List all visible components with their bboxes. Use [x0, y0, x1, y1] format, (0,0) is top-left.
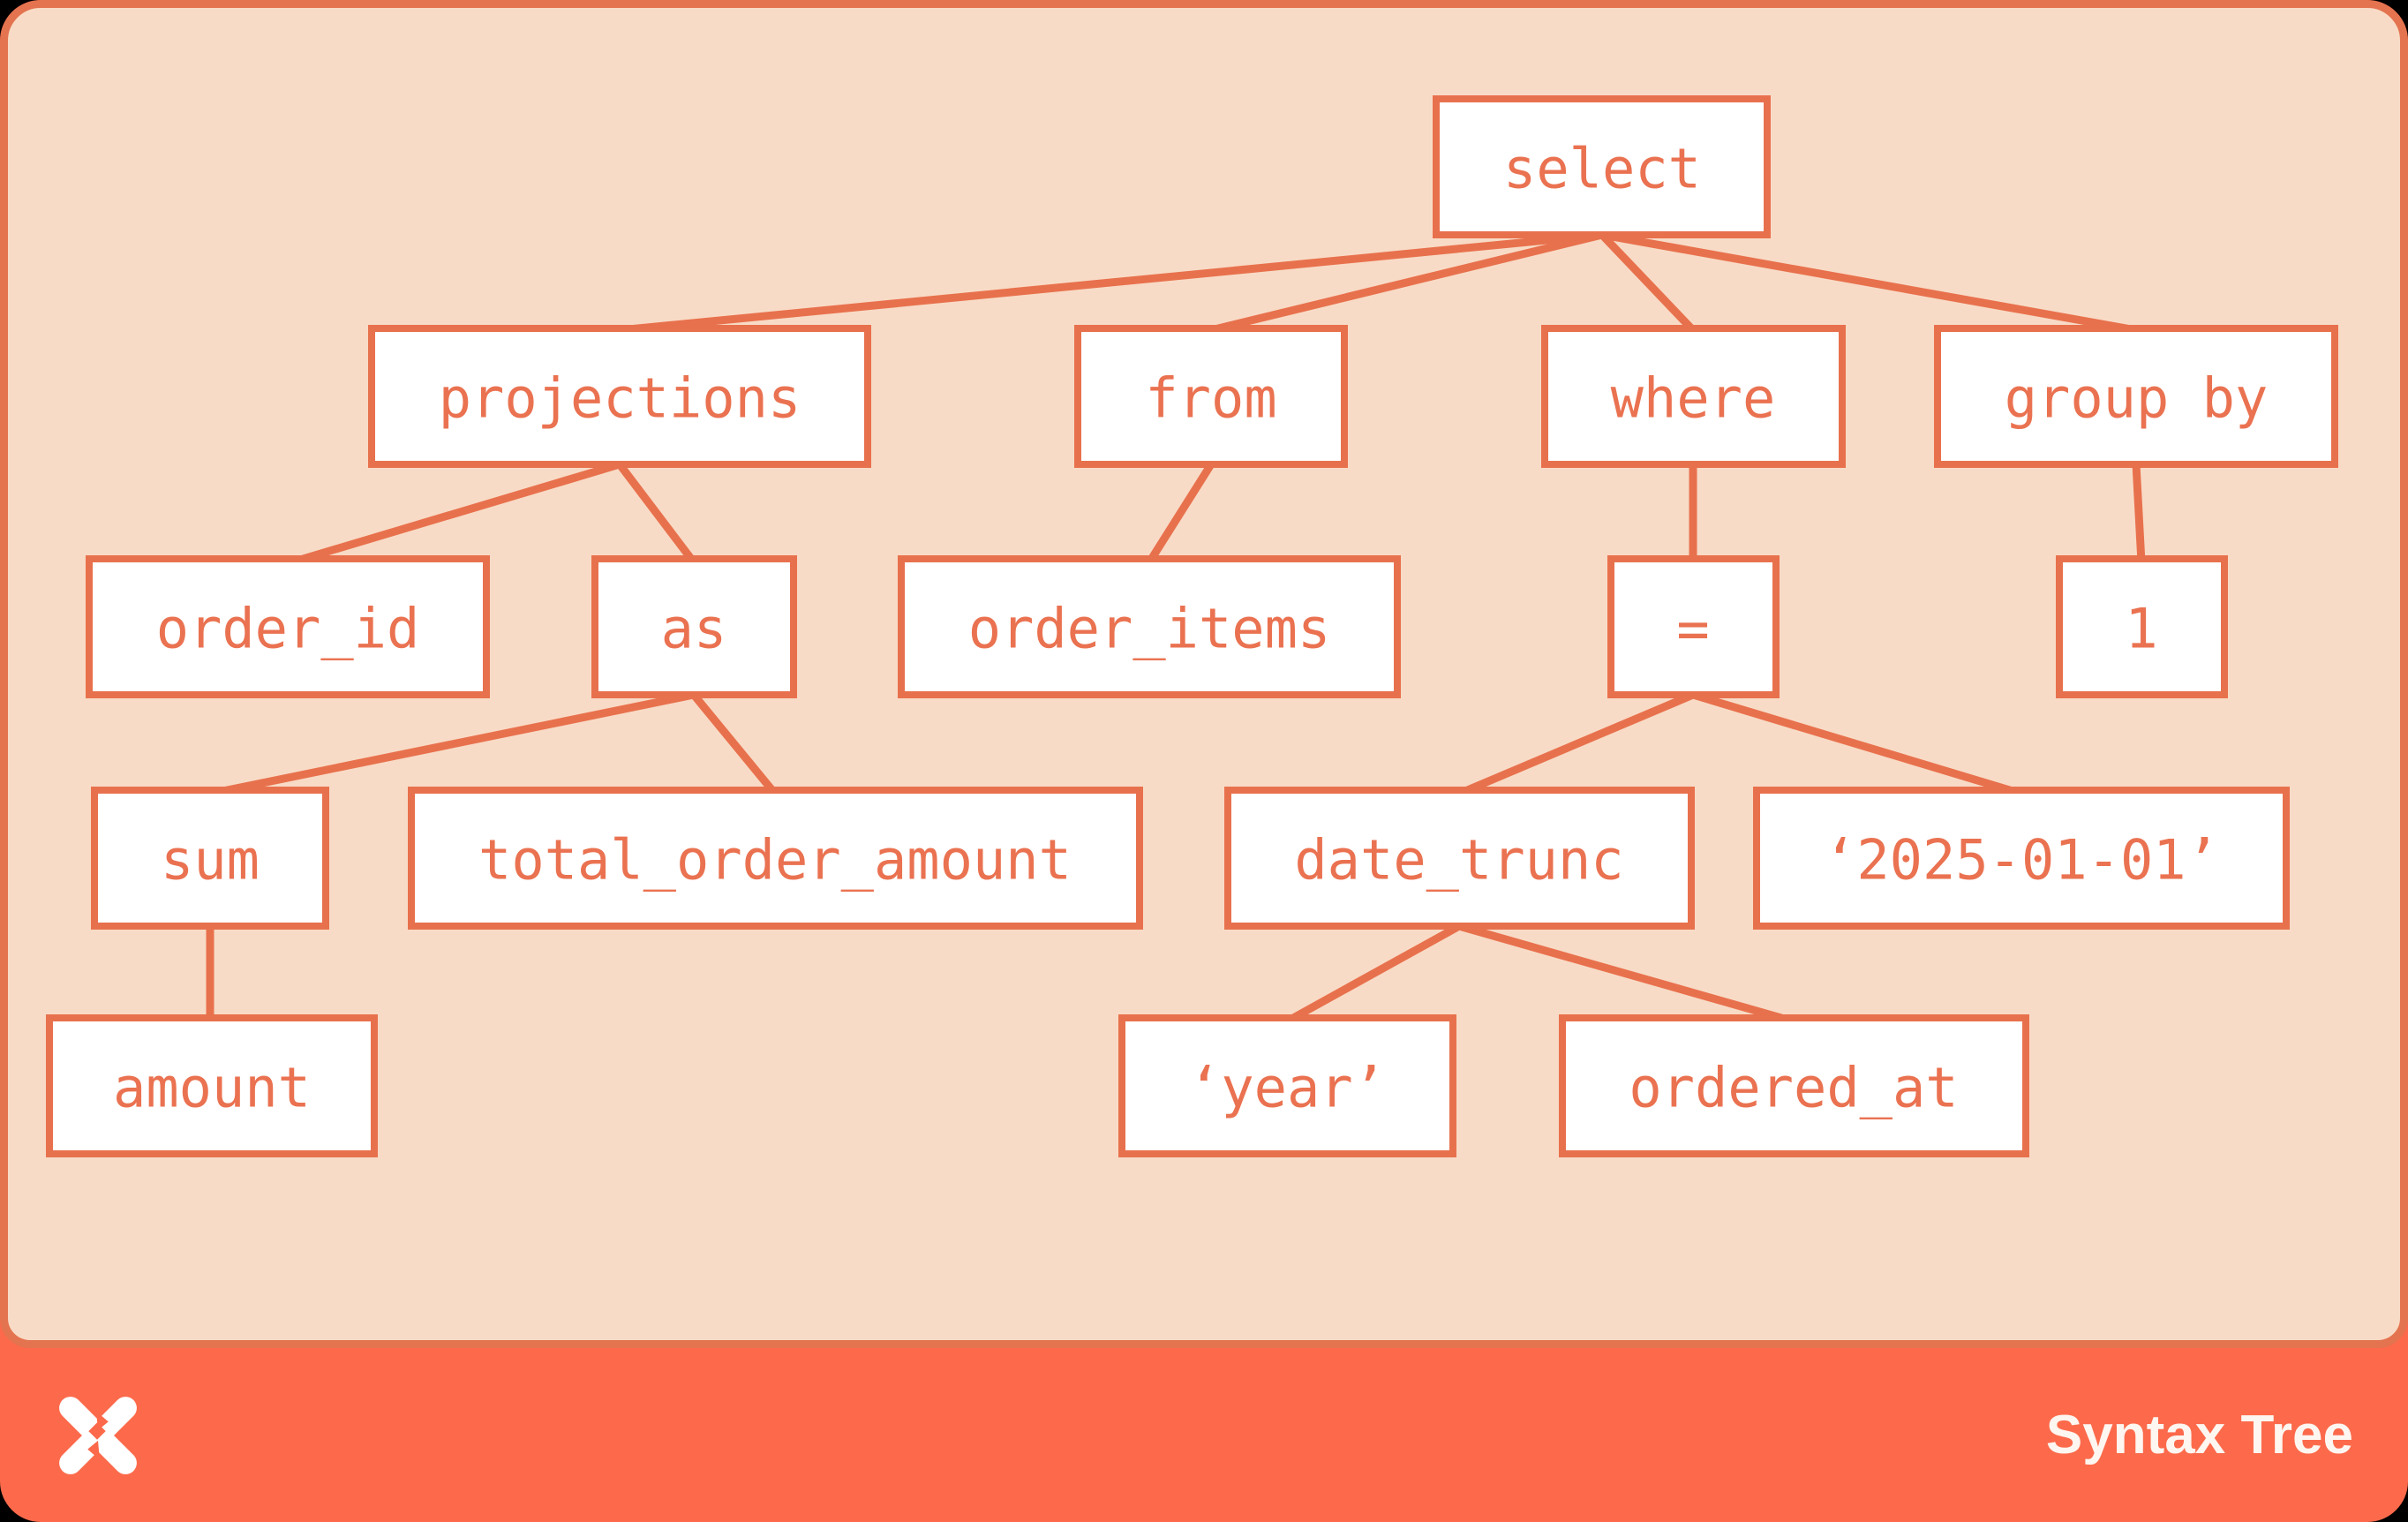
svg-text:total_order_amount: total_order_amount — [478, 828, 1072, 893]
svg-text:ordered_at: ordered_at — [1629, 1056, 1958, 1120]
edge-eq-date-literal — [1691, 690, 2023, 798]
tree-node-eq: = — [1607, 555, 1780, 698]
edge-date-trunc-year — [1284, 923, 1462, 1025]
tree-node-total-order-amount: total_order_amount — [408, 787, 1143, 930]
svg-text:from: from — [1145, 366, 1276, 431]
tree-edges — [206, 230, 2146, 1026]
svg-text:select: select — [1503, 137, 1701, 201]
tree-node-date-trunc: date_trunc — [1224, 787, 1695, 930]
tree-node-where: where — [1541, 325, 1846, 468]
svg-text:date_trunc: date_trunc — [1294, 828, 1623, 893]
svg-text:projections: projections — [439, 366, 801, 431]
tree-node-from: from — [1074, 325, 1348, 468]
edge-as-total-order-amount — [690, 692, 779, 796]
edge-select-where — [1599, 231, 1697, 334]
tree-node-projections: projections — [368, 325, 871, 468]
tree-node-one: 1 — [2056, 555, 2228, 698]
tree-node-order-id: order_id — [86, 555, 490, 698]
tree-node-sum: sum — [91, 787, 329, 930]
tree-node-order-items: order_items — [898, 555, 1401, 698]
tree-node-as: as — [591, 555, 797, 698]
edge-select-projections — [619, 230, 1603, 335]
tree-node-select: select — [1433, 95, 1771, 238]
edge-date-trunc-ordered-at — [1457, 922, 1795, 1026]
svg-text:‘year’: ‘year’ — [1188, 1056, 1386, 1120]
tree-node-amount: amount — [46, 1014, 378, 1157]
svg-text:where: where — [1611, 366, 1776, 431]
svg-text:as: as — [661, 597, 727, 661]
edge-group-by-one — [2132, 463, 2146, 563]
svg-text:group by: group by — [2005, 366, 2269, 431]
edge-select-group-by — [1601, 230, 2137, 335]
edge-select-from — [1209, 230, 1604, 335]
svg-text:=: = — [1676, 597, 1709, 661]
x-pinwheel-logo-icon — [59, 1396, 137, 1474]
svg-text:amount: amount — [113, 1056, 311, 1120]
edge-as-sum — [209, 690, 695, 798]
footer-title: Syntax Tree — [2045, 1405, 2353, 1465]
tree-nodes: select projections from where group by o… — [46, 95, 2338, 1157]
tree-node-ordered-at: ordered_at — [1559, 1014, 2029, 1157]
svg-text:order_items: order_items — [968, 597, 1331, 661]
tree-node-group-by: group by — [1934, 325, 2338, 468]
syntax-tree-diagram: select projections from where group by o… — [46, 95, 2338, 1157]
edge-from-order-items — [1146, 462, 1215, 565]
svg-text:order_id: order_id — [156, 597, 420, 661]
svg-text:1: 1 — [2125, 597, 2157, 661]
tree-node-year-literal: ‘year’ — [1118, 1014, 1456, 1157]
edge-projections-order-id — [290, 460, 621, 567]
tree-node-date-literal: ‘2025-01-01’ — [1753, 787, 2290, 930]
footer-bar: Syntax Tree — [0, 1348, 2408, 1522]
edge-eq-date-trunc — [1457, 690, 1695, 798]
svg-text:‘2025-01-01’: ‘2025-01-01’ — [1824, 828, 2219, 893]
edge-projections-as — [616, 462, 697, 565]
svg-text:sum: sum — [161, 828, 260, 893]
